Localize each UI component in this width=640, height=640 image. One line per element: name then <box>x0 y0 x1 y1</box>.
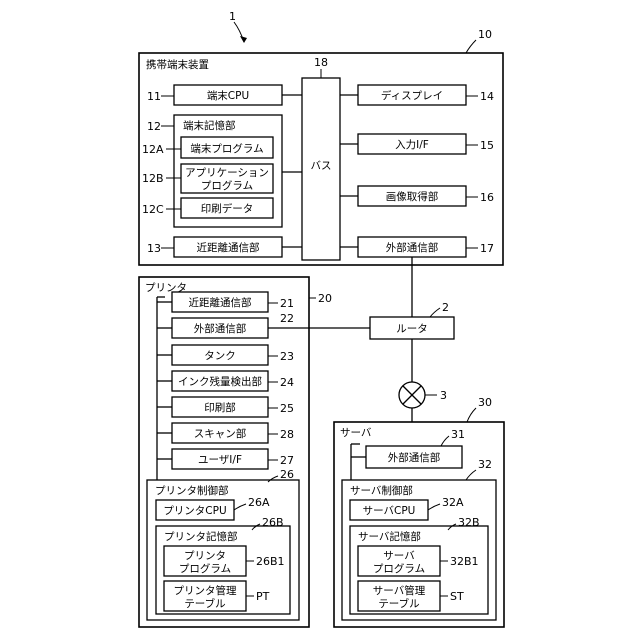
terminal-program-label: 端末プログラム <box>190 142 263 155</box>
server-ext-comm-ref: 31 <box>451 428 465 441</box>
printer-print-unit-ref: 25 <box>280 402 294 415</box>
terminal-display-label: ディスプレイ <box>381 89 443 102</box>
terminal-storage-ref: 12 <box>147 120 161 133</box>
terminal-title: 携帯端末装置 <box>146 58 209 71</box>
printer-ext-comm-label: 外部通信部 <box>194 322 247 335</box>
server-program-line1: サーバ <box>383 550 415 562</box>
printer-table-line2: テーブル <box>184 597 225 610</box>
printer-cpu-ref: 26A <box>248 496 270 509</box>
terminal-bus-label: バス <box>311 160 332 172</box>
server-ref-leader <box>467 408 476 422</box>
server-table-line2: テーブル <box>378 597 419 610</box>
printer-tank-ref: 23 <box>280 350 294 363</box>
printer-scan-unit-label: スキャン部 <box>194 427 247 440</box>
printer-nfc-label: 近距離通信部 <box>189 296 252 309</box>
printer-user-if-ref: 27 <box>280 454 294 467</box>
terminal-bus-ref: 18 <box>314 56 328 69</box>
printer-control-label: プリンタ制御部 <box>155 484 229 497</box>
server-program-line2: プログラム <box>373 562 425 575</box>
server-ref: 30 <box>478 396 492 409</box>
printer-ink-detect-label: インク残量検出部 <box>178 375 262 388</box>
server-storage-ref: 32B <box>458 516 480 529</box>
printer-program-line1: プリンタ <box>184 550 226 562</box>
server-cpu-label: サーバCPU <box>363 505 416 517</box>
terminal-display-ref: 14 <box>480 90 494 103</box>
terminal-nfc-label: 近距離通信部 <box>197 241 260 254</box>
terminal-app-program-line1: アプリケーション <box>185 167 269 179</box>
printer-storage-ref: 26B <box>262 516 284 529</box>
terminal-ref-leader <box>466 40 476 53</box>
figure-ref-arrowhead <box>240 36 247 43</box>
router-label: ルータ <box>396 323 428 335</box>
printer-tank-label: タンク <box>204 350 236 362</box>
terminal-image-acq-ref: 16 <box>480 191 494 204</box>
network-icon <box>399 382 425 408</box>
router-ref-leader <box>430 308 440 317</box>
terminal-storage-label: 端末記憶部 <box>183 119 236 132</box>
server-cpu-ref: 32A <box>442 496 464 509</box>
figure-ref: 1 <box>229 10 236 23</box>
printer-program-line2: プログラム <box>179 562 231 575</box>
terminal-app-program-line2: プログラム <box>201 179 253 192</box>
terminal-app-program-ref: 12B <box>142 172 164 185</box>
terminal-cpu-ref: 11 <box>147 90 161 103</box>
server-title: サーバ <box>340 427 372 439</box>
server-table-ref: ST <box>450 590 464 603</box>
printer-storage-label: プリンタ記憶部 <box>164 530 238 543</box>
printer-scan-unit-ref: 28 <box>280 428 294 441</box>
printer-print-unit-label: 印刷部 <box>204 401 236 414</box>
terminal-ref: 10 <box>478 28 492 41</box>
terminal-nfc-ref: 13 <box>147 242 161 255</box>
terminal-ext-comm-label: 外部通信部 <box>386 241 439 254</box>
terminal-input-if-label: 入力I/F <box>395 138 429 151</box>
server-ext-comm-label: 外部通信部 <box>388 451 441 464</box>
terminal-cpu-label: 端末CPU <box>207 89 249 102</box>
server-program-ref: 32B1 <box>450 555 479 568</box>
printer-user-if-label: ユーザI/F <box>198 454 242 466</box>
server-control-ref: 32 <box>478 458 492 471</box>
terminal-input-if-ref: 15 <box>480 139 494 152</box>
printer-nfc-ref: 21 <box>280 297 294 310</box>
network-ref: 3 <box>440 389 447 402</box>
printer-cpu-label: プリンタCPU <box>163 505 226 517</box>
terminal-ext-comm-ref: 17 <box>480 242 494 255</box>
printer-ext-comm-ref: 22 <box>280 312 294 325</box>
terminal-print-data-ref: 12C <box>142 203 164 216</box>
router-ref: 2 <box>442 301 449 314</box>
terminal-image-acq-label: 画像取得部 <box>386 190 439 203</box>
printer-table-line1: プリンタ管理 <box>174 584 237 597</box>
server-table-line1: サーバ管理 <box>373 584 426 597</box>
printer-control-ref: 26 <box>280 468 294 481</box>
terminal-program-ref: 12A <box>142 143 164 156</box>
printer-ref: 20 <box>318 292 332 305</box>
printer-table-ref: PT <box>256 590 270 603</box>
server-storage-label: サーバ記憶部 <box>358 530 421 543</box>
printer-ink-detect-ref: 24 <box>280 376 294 389</box>
server-control-label: サーバ制御部 <box>350 484 413 497</box>
terminal-print-data-label: 印刷データ <box>201 202 254 215</box>
printer-program-ref: 26B1 <box>256 555 285 568</box>
